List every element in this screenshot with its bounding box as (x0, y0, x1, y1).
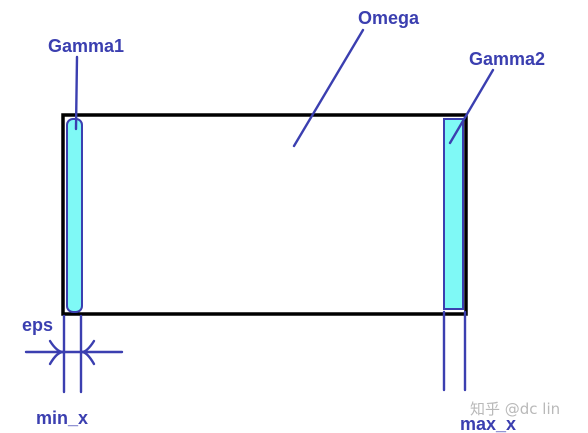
max-x-label: max_x (460, 414, 516, 433)
gamma1-leader-line (74, 55, 79, 131)
gamma1-label: Gamma1 (48, 36, 124, 56)
gamma1-strip (66, 118, 83, 313)
gamma2-label: Gamma2 (469, 49, 545, 69)
gamma2-leader-line (448, 68, 495, 145)
gamma2-strip (443, 118, 464, 310)
min-x-label: min_x (36, 408, 88, 428)
omega-leader-line (292, 28, 365, 148)
watermark-text: 知乎 @dc lin (470, 400, 560, 418)
eps-label: eps (22, 315, 53, 335)
eps-left-arrowhead (48, 339, 64, 366)
eps-right-arrowhead (81, 339, 96, 366)
omega-domain (61, 113, 468, 316)
omega-label: Omega (358, 8, 420, 28)
